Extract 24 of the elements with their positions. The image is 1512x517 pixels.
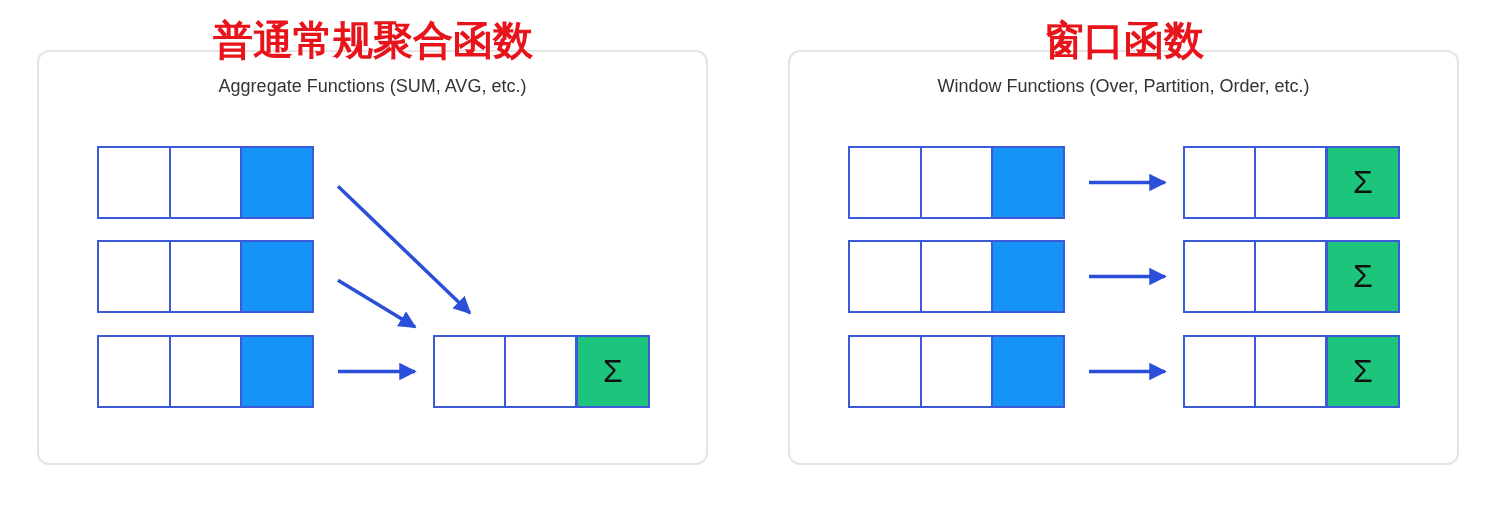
- arrow: [338, 362, 417, 381]
- data-row: [848, 240, 1065, 313]
- arrow: [1089, 173, 1167, 192]
- sum-cell: Σ: [1326, 242, 1398, 311]
- panel-title: 窗口函数: [1042, 18, 1205, 62]
- data-row: [97, 146, 314, 219]
- data-row: [97, 240, 314, 313]
- arrow: [336, 184, 472, 315]
- data-row: [848, 146, 1065, 219]
- sum-cell: Σ: [1326, 337, 1398, 406]
- arrow: [337, 278, 417, 329]
- data-row: [97, 335, 314, 408]
- sum-cell: Σ: [576, 337, 648, 406]
- result-row: [1183, 240, 1400, 313]
- panel-title: 普通常规聚合函数: [211, 18, 534, 62]
- panel-subtitle: Aggregate Functions (SUM, AVG, etc.): [217, 76, 528, 97]
- sum-cell: Σ: [1326, 148, 1398, 217]
- result-row: [433, 335, 650, 408]
- result-row: [1183, 146, 1400, 219]
- arrow: [1089, 362, 1167, 381]
- data-row: [848, 335, 1065, 408]
- result-row: [1183, 335, 1400, 408]
- panel-subtitle: Window Functions (Over, Partition, Order, etc.): [936, 76, 1311, 97]
- arrow: [1089, 267, 1167, 286]
